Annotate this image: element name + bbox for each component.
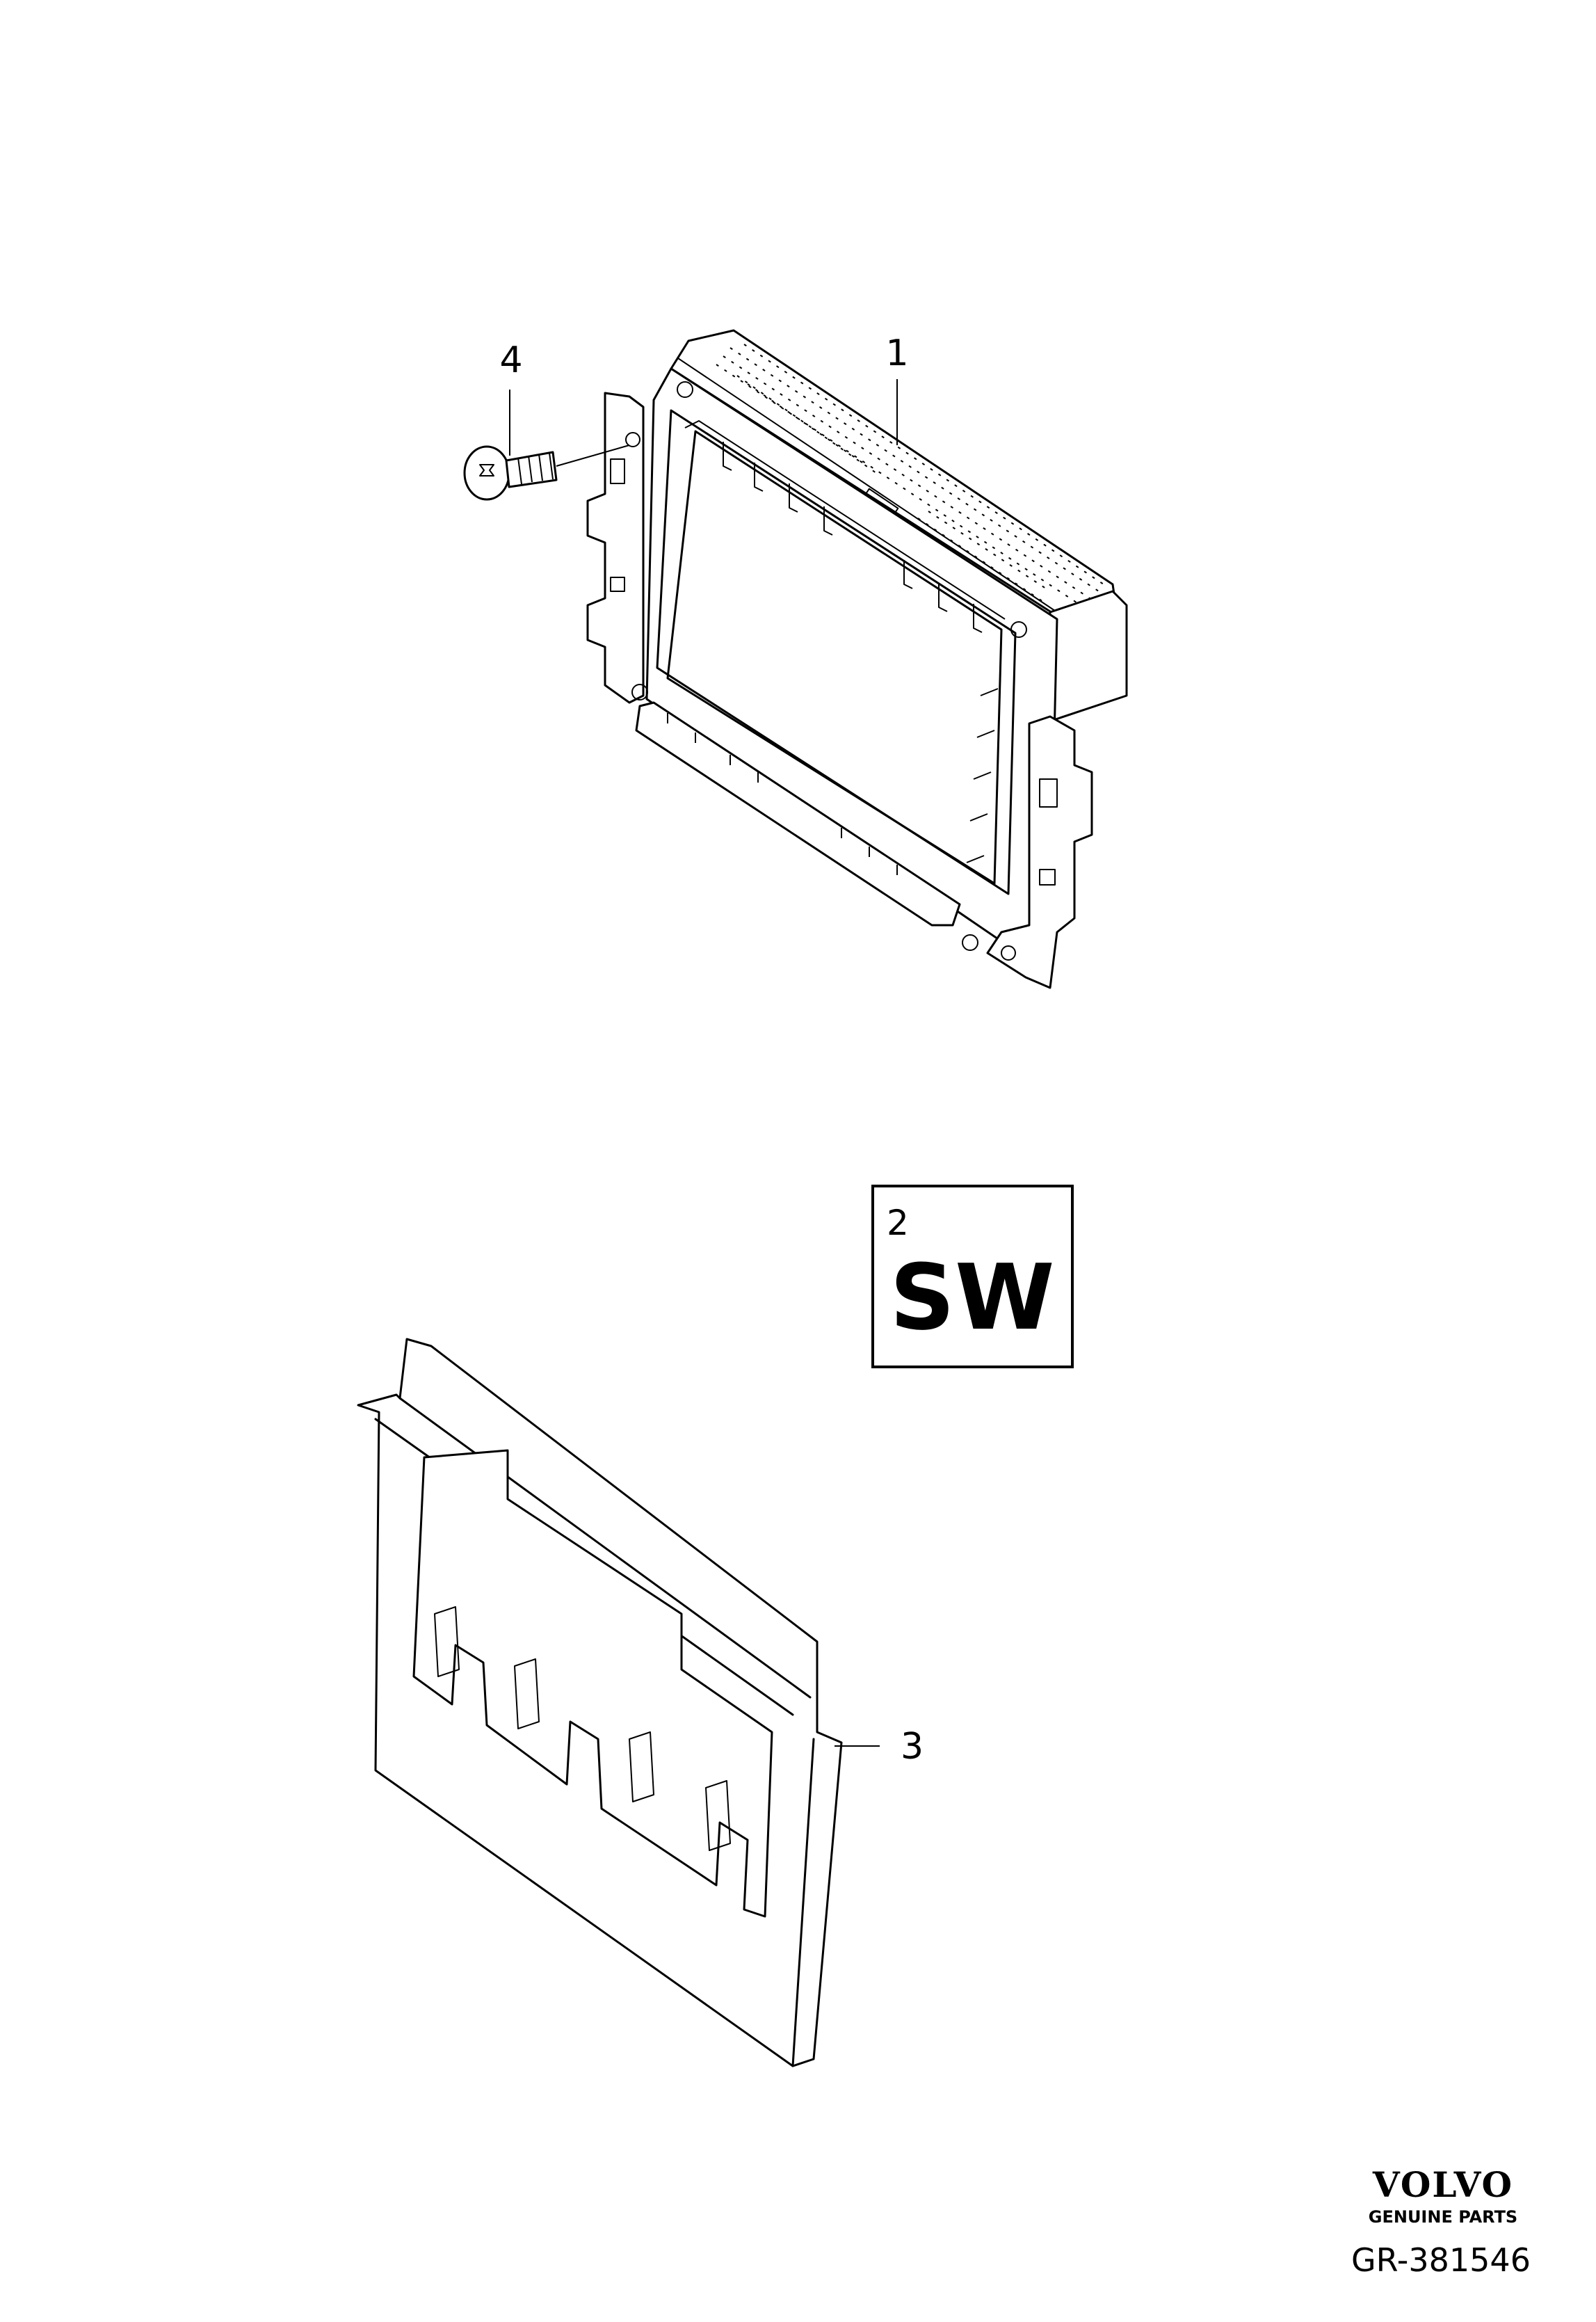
genuine-parts-text: GENUINE PARTS	[1369, 2207, 1517, 2227]
software-box: 2 SW	[871, 1185, 1074, 1368]
callout-4: 4	[499, 339, 522, 381]
torx-screw	[463, 445, 558, 501]
front-frame	[631, 367, 1058, 951]
insert-bracket	[357, 1338, 843, 2067]
reference-number: GR-381546	[1351, 2241, 1531, 2279]
frame-tabs	[723, 442, 999, 863]
right-bracket	[986, 715, 1093, 989]
perforation-dots	[716, 344, 1106, 609]
display-unit	[586, 329, 1128, 989]
insert-fingers	[434, 1606, 731, 1851]
left-bracket	[586, 392, 645, 704]
software-item-number: 2	[887, 1203, 909, 1243]
brand-block: VOLVO GENUINE PARTS GR-381546	[1351, 2164, 1531, 2279]
callout-3: 3	[901, 1726, 924, 1768]
software-code: SW	[889, 1244, 1054, 1350]
leader-lines	[509, 379, 898, 1747]
volvo-logo-text: VOLVO	[1372, 2164, 1513, 2205]
callout-1: 1	[885, 333, 908, 374]
